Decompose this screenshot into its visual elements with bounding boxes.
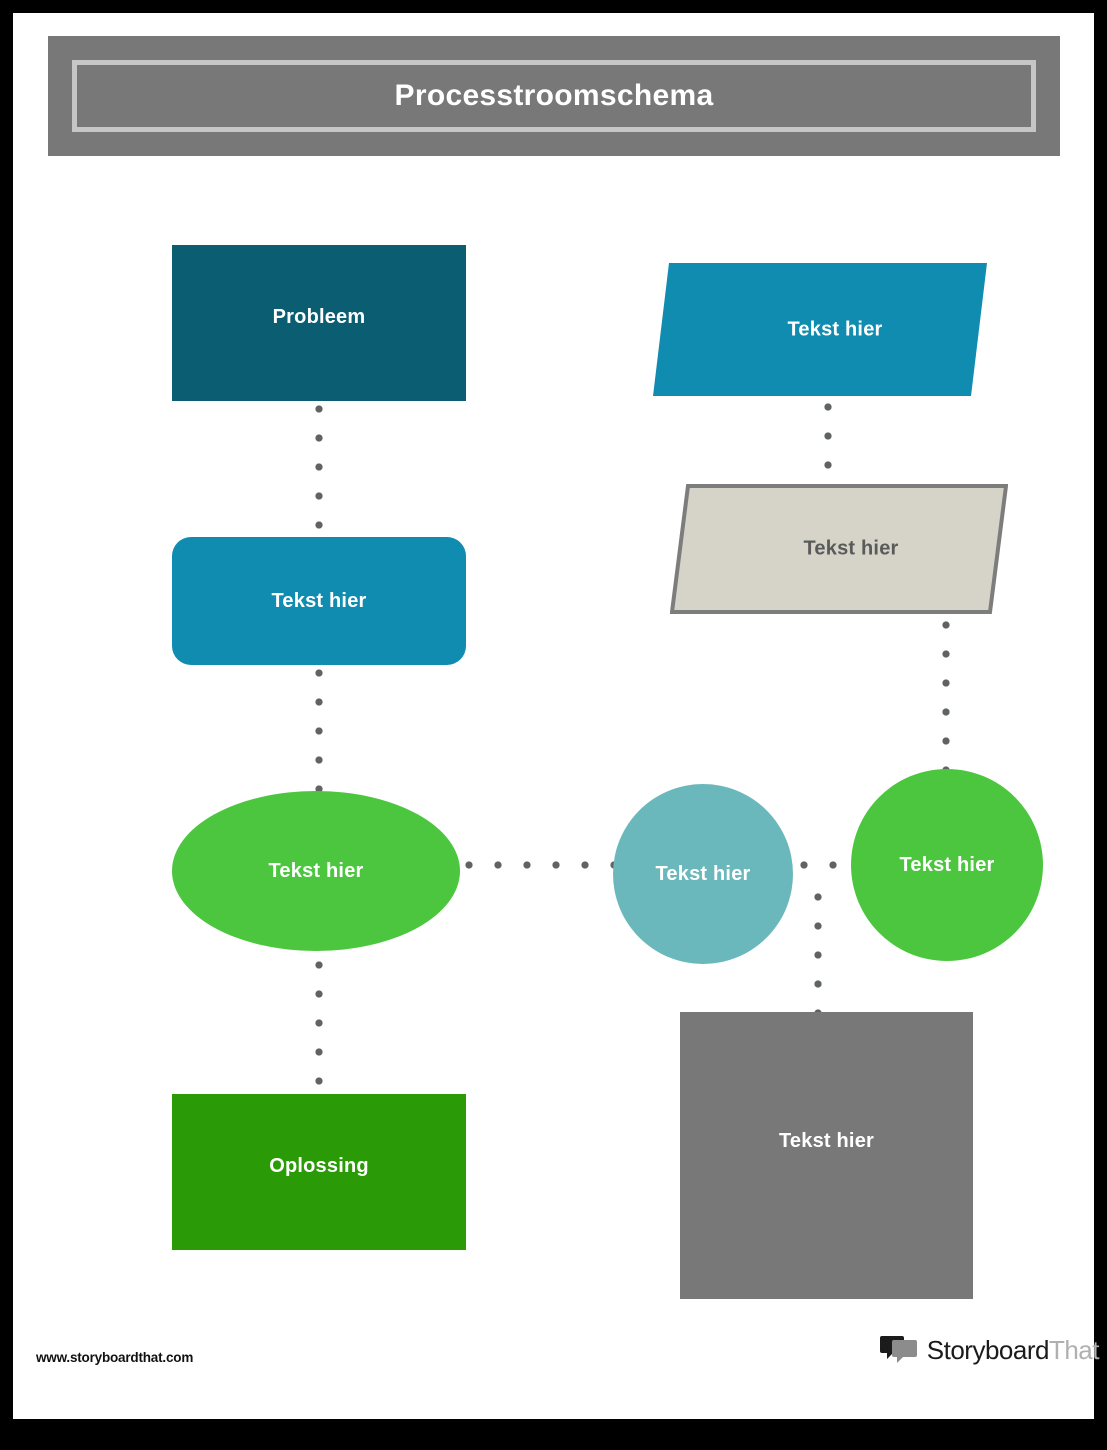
connector-circle-to-circle (800, 861, 856, 869)
connector-parallelogram-to-parallelogram (824, 403, 832, 487)
logo-wordmark: StoryboardThat (926, 1334, 1100, 1366)
connector-ellipse-to-oplossing (315, 961, 323, 1091)
flow-node-square-gray-label: Tekst hier (779, 1130, 874, 1152)
logo-word-storyboard: Storyboard (926, 1334, 1050, 1365)
connector-circle-to-square (814, 893, 822, 1017)
title-banner: Processtroomschema (48, 36, 1060, 156)
connector-process-to-ellipse (315, 669, 323, 797)
flow-node-circle-right[interactable]: Tekst hier (851, 769, 1043, 961)
flow-node-square-gray[interactable]: Tekst hier (680, 1012, 973, 1299)
connector-parallelogram-to-circle (942, 621, 950, 773)
footer: www.storyboardthat.com StoryboardThat (26, 1320, 1107, 1406)
flow-node-circle-right-label: Tekst hier (899, 853, 995, 876)
flow-node-probleem[interactable]: Probleem (172, 245, 466, 401)
flow-node-parallelogram-beige[interactable]: Tekst hier (670, 484, 1008, 614)
flow-node-probleem-label: Probleem (272, 305, 366, 328)
parallelogram-beige-shape (670, 484, 1008, 614)
flow-node-circle-mid-label: Tekst hier (655, 862, 751, 885)
connector-probleem-to-process (315, 405, 323, 545)
flow-node-ellipse-left[interactable]: Tekst hier (172, 791, 460, 951)
storyboardthat-logo[interactable]: StoryboardThat (879, 1334, 1100, 1366)
flow-node-oplossing[interactable]: Oplossing (172, 1094, 466, 1250)
flow-node-ellipse-left-label: Tekst hier (268, 859, 364, 882)
footer-website-url[interactable]: www.storyboardthat.com (36, 1350, 194, 1365)
flow-node-circle-mid[interactable]: Tekst hier (613, 784, 793, 964)
title-banner-inner-border: Processtroomschema (72, 60, 1036, 132)
connector-ellipse-to-circle (465, 861, 623, 869)
page-title: Processtroomschema (394, 79, 714, 112)
page-sheet: Processtroomschema Probleem Tekst hier T… (13, 13, 1100, 1419)
flow-node-oplossing-label: Oplossing (269, 1154, 369, 1177)
flow-node-process-left-label: Tekst hier (271, 589, 367, 612)
speech-bubbles-icon (879, 1334, 918, 1366)
parallelogram-teal-shape (653, 263, 987, 396)
flow-node-process-left[interactable]: Tekst hier (172, 537, 466, 665)
logo-word-that: That (1048, 1334, 1100, 1365)
flow-node-parallelogram-teal[interactable]: Tekst hier (653, 263, 987, 396)
